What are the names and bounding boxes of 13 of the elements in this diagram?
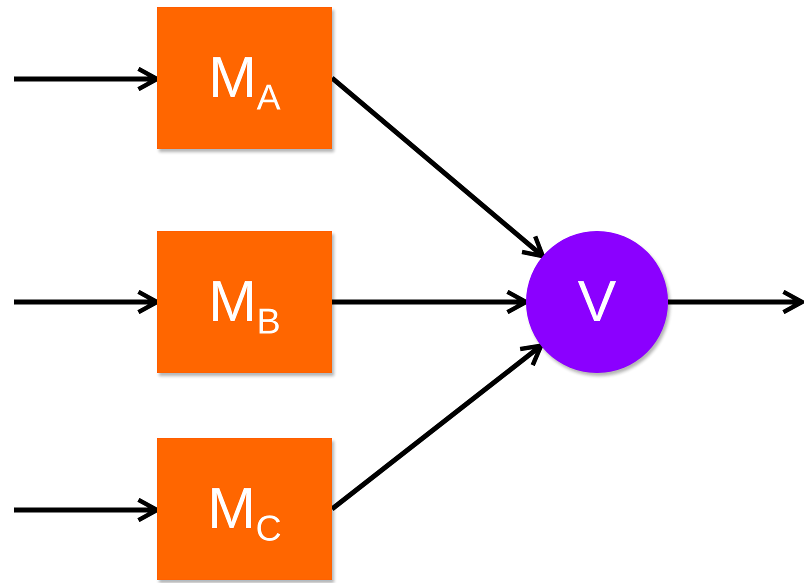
process-box xyxy=(157,7,332,149)
node-label: M$_{A}$ xyxy=(208,49,281,107)
arrow xyxy=(330,76,545,258)
node-label: M$_{B}$ xyxy=(208,273,281,331)
process-box xyxy=(157,438,332,580)
arrow xyxy=(14,498,160,522)
process-box xyxy=(157,231,332,373)
arrow xyxy=(330,343,544,511)
arrow xyxy=(332,290,528,314)
arrow xyxy=(14,66,160,92)
arrow xyxy=(14,290,160,314)
arrow xyxy=(668,290,804,314)
node-label: V xyxy=(578,273,616,331)
